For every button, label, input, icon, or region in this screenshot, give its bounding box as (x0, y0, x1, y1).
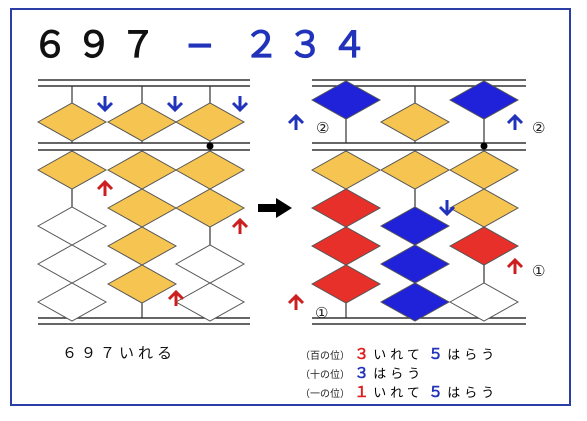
up-arrow-icon (167, 289, 185, 306)
earth-bead (310, 188, 382, 228)
step-text-2: はらう (447, 348, 499, 363)
step-num-2: ５ (428, 345, 444, 363)
step-text-2: はらう (447, 386, 499, 401)
earth-bead (310, 264, 382, 304)
up-arrow-icon (287, 293, 305, 310)
earth-bead (448, 282, 520, 322)
arrow-body (258, 204, 278, 212)
arrow-head (506, 257, 524, 269)
place-label: （一の位） (300, 389, 350, 400)
earth-bead (36, 206, 108, 246)
up-arrow-icon (506, 113, 524, 130)
arrow-head (96, 179, 114, 191)
up-arrow-icon (96, 179, 114, 196)
arrow-head (287, 293, 305, 305)
earth-bead (106, 264, 178, 304)
arrow-head (506, 113, 524, 125)
heaven-bead (379, 102, 451, 142)
place-label: （十の位） (300, 370, 350, 381)
arrow-head (166, 101, 184, 113)
earth-bead (106, 226, 178, 266)
earth-bead (310, 226, 382, 266)
circled-two-mark: ② (532, 119, 545, 137)
subtrahend: ２３４ (243, 25, 376, 66)
earth-bead (448, 226, 520, 266)
step-text-1: いれて (373, 386, 424, 401)
earth-bead (379, 282, 451, 322)
heaven-bead (174, 102, 246, 142)
heaven-bead (448, 80, 520, 120)
step-text-1: はらう (373, 367, 425, 382)
earth-bead (174, 282, 246, 322)
arrow-head (167, 289, 185, 301)
earth-bead (174, 244, 246, 284)
earth-bead (448, 188, 520, 228)
circled-one-mark: ① (532, 262, 545, 280)
step-text-1: いれて (373, 348, 424, 363)
up-arrow-icon (231, 217, 249, 234)
arrows: ② ② ① ① (96, 96, 545, 322)
minuend: ６９７ (32, 25, 165, 66)
equation-title: ６９７ − ２３４ (32, 16, 375, 68)
earth-bead (106, 188, 178, 228)
earth-bead (174, 150, 246, 190)
step-ones: （一の位） １ いれて ５ はらう (300, 381, 498, 402)
circled-one-mark: ① (315, 304, 328, 322)
down-arrow-icon (231, 96, 249, 113)
minus-sign: − (184, 25, 223, 66)
down-arrow-icon (438, 200, 456, 217)
step-num-1: ３ (354, 345, 370, 363)
arrow-head (438, 205, 456, 217)
earth-bead (174, 188, 246, 228)
arrow-head (231, 217, 249, 229)
earth-bead (379, 244, 451, 284)
arrow-head (231, 101, 249, 113)
right-abacus (310, 79, 526, 325)
earth-bead (36, 150, 108, 190)
down-arrow-icon (166, 96, 184, 113)
place-label: （百の位） (300, 351, 350, 362)
arrow-head (287, 113, 305, 125)
left-abacus (36, 79, 250, 325)
earth-bead (379, 150, 451, 190)
step-tens: （十の位） ３ はらう (300, 362, 424, 383)
down-arrow-icon (96, 96, 114, 113)
arrow-head (96, 101, 114, 113)
up-arrow-icon (506, 257, 524, 274)
earth-bead (106, 150, 178, 190)
up-arrow-icon (287, 113, 305, 130)
step-num-2: ５ (428, 383, 444, 401)
arrow-head (276, 198, 292, 218)
earth-bead (379, 206, 451, 246)
heaven-bead (106, 102, 178, 142)
heaven-bead (310, 80, 382, 120)
circled-two-mark: ② (316, 119, 329, 137)
right-arrow-icon (258, 198, 292, 218)
unit-dot (206, 142, 214, 150)
left-caption: ６９７いれる (62, 344, 177, 362)
earth-bead (36, 244, 108, 284)
earth-bead (36, 282, 108, 322)
unit-dot (480, 142, 488, 150)
step-hundreds: （百の位） ３ いれて ５ はらう (300, 343, 498, 364)
step-num-1: ３ (354, 364, 370, 382)
earth-bead (310, 150, 382, 190)
heaven-bead (36, 102, 108, 142)
earth-bead (448, 150, 520, 190)
step-num-1: １ (354, 383, 370, 401)
